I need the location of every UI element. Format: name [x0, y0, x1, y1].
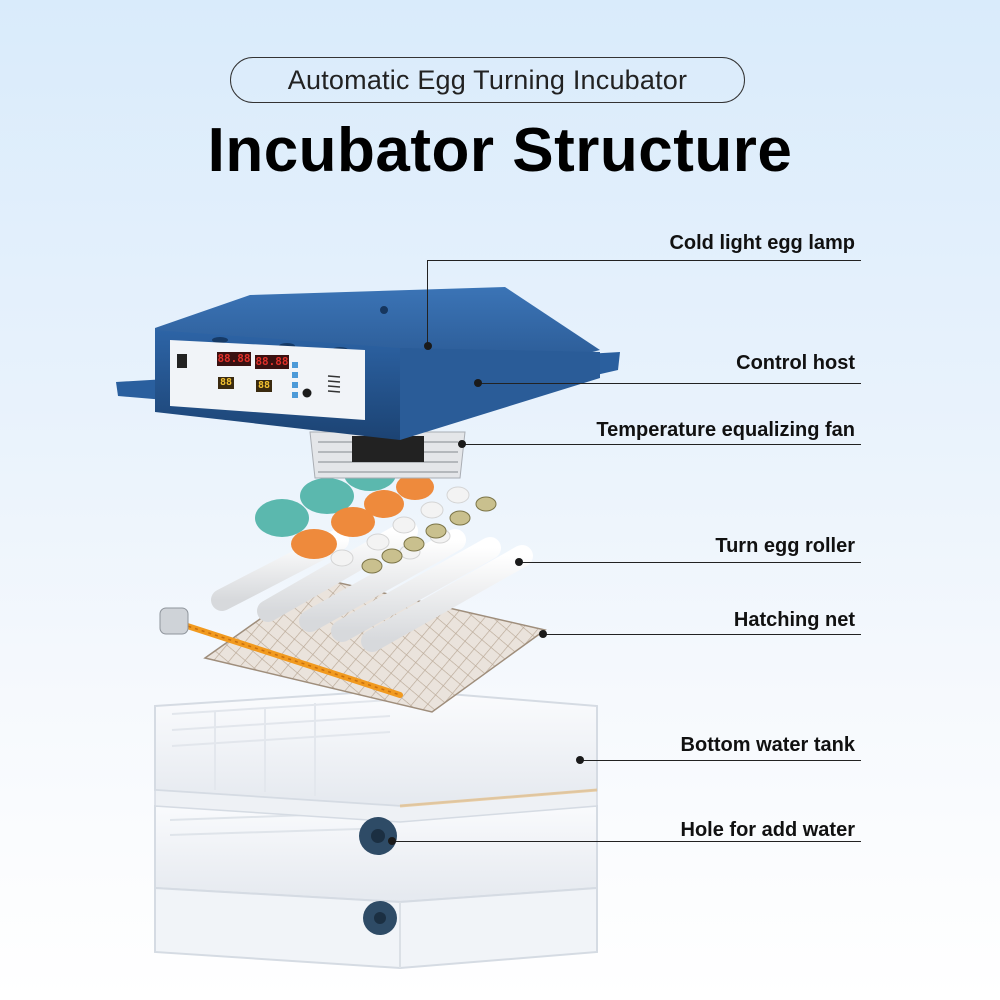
- display-turn: 88: [257, 380, 271, 391]
- leader-line: [580, 760, 861, 762]
- leader-dot: [388, 837, 396, 845]
- turn-egg-rollers: [211, 520, 533, 652]
- label-turn-egg-roller: Turn egg roller: [715, 535, 855, 557]
- label-cold-light-egg-lamp: Cold light egg lamp: [669, 232, 855, 254]
- leader-line: [392, 841, 861, 843]
- label-hatching-net: Hatching net: [733, 609, 855, 631]
- display-humidity: 88.88: [255, 355, 289, 368]
- leader-dot: [474, 379, 482, 387]
- leader-line: [427, 260, 861, 262]
- label-bottom-water-tank: Bottom water tank: [680, 734, 855, 756]
- label-control-host: Control host: [736, 352, 855, 374]
- display-temperature: 88.88: [217, 352, 251, 365]
- panel-buttons: [292, 362, 298, 398]
- leader-line: [462, 444, 861, 446]
- bottom-water-tank: [154, 688, 598, 855]
- leader-dot: [576, 756, 584, 764]
- label-temperature-equalizing-fan: Temperature equalizing fan: [596, 419, 855, 441]
- leader-line: [519, 562, 861, 564]
- label-hole-for-add-water: Hole for add water: [680, 819, 855, 841]
- leader-dot: [424, 342, 432, 350]
- power-switch: [177, 354, 187, 368]
- leader-dot: [515, 558, 523, 566]
- leader-line: [478, 383, 861, 385]
- leader-line: [543, 634, 861, 636]
- subtitle-pill: Automatic Egg Turning Incubator: [230, 57, 745, 103]
- probe-socket: [302, 388, 312, 398]
- vent-slots: [327, 375, 341, 393]
- leader-dot: [458, 440, 466, 448]
- lower-tank: [154, 794, 598, 970]
- display-day: 88: [219, 377, 233, 388]
- temperature-equalizing-fan: [309, 431, 466, 479]
- leader-dot: [539, 630, 547, 638]
- page-title: Incubator Structure: [207, 116, 793, 185]
- leader-line: [427, 260, 429, 346]
- subtitle: Automatic Egg Turning Incubator: [287, 64, 688, 95]
- control-host: [116, 287, 620, 440]
- axle-gear: [159, 607, 189, 635]
